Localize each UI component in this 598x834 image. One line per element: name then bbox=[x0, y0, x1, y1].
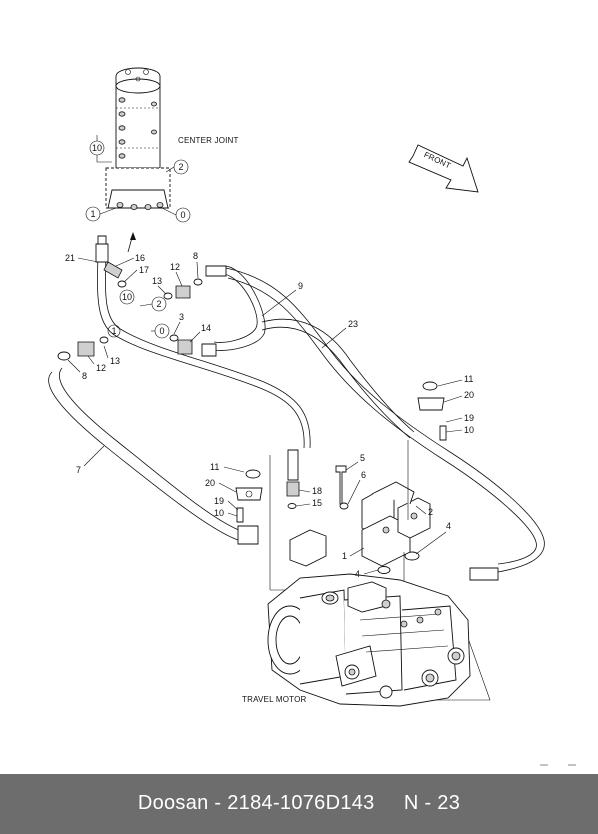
callout-13b: 13 bbox=[110, 356, 120, 366]
valve-blocks bbox=[289, 481, 431, 567]
callout-2a: 2 bbox=[178, 162, 183, 172]
callout-23: 23 bbox=[348, 319, 358, 329]
callout-11a: 11 bbox=[210, 462, 219, 472]
parts-diagram: CENTER JOINT 10 2 1 0 FRONT bbox=[48, 67, 576, 766]
callout-18: 18 bbox=[312, 486, 322, 496]
travel-motor: TRAVEL MOTOR bbox=[242, 573, 471, 707]
callout-8a: 8 bbox=[193, 251, 198, 261]
callout-15: 15 bbox=[312, 498, 322, 508]
callout-11b: 11 bbox=[464, 374, 473, 384]
footer-bar: Doosan - 2184-1076D143 N - 23 bbox=[0, 774, 598, 834]
callout-9: 9 bbox=[298, 281, 303, 291]
callout-0b: 0 bbox=[180, 210, 185, 220]
travel-motor-label: TRAVEL MOTOR bbox=[242, 695, 307, 704]
callout-19b: 19 bbox=[464, 413, 474, 423]
footer-caption: Doosan - 2184-1076D143 N - 23 bbox=[137, 792, 461, 814]
callout-1b: 1 bbox=[342, 551, 347, 561]
callout-10c: 10 bbox=[464, 425, 474, 435]
callout-12b: 12 bbox=[96, 363, 106, 373]
center-joint-callouts: 10 2 1 0 bbox=[85, 135, 191, 253]
callout-1-circ: 1 bbox=[111, 326, 116, 336]
callout-numbers: 21 16 17 10 13 12 8 2 9 23 3 0 14 1 13 1… bbox=[65, 251, 474, 579]
fittings-mid bbox=[235, 381, 447, 574]
callout-1c: 1 bbox=[90, 209, 95, 219]
hose-21 bbox=[95, 235, 311, 449]
callout-12a: 12 bbox=[170, 262, 180, 272]
callout-0-circ: 0 bbox=[159, 326, 164, 336]
callout-5: 5 bbox=[360, 453, 365, 463]
callout-20a: 20 bbox=[205, 478, 215, 488]
callout-13a: 13 bbox=[152, 276, 162, 286]
callout-6: 6 bbox=[361, 470, 366, 480]
callout-4a: 4 bbox=[446, 521, 451, 531]
callout-16: 16 bbox=[135, 253, 145, 263]
callout-10a: 10 bbox=[92, 143, 102, 153]
callout-8b: 8 bbox=[82, 371, 87, 381]
callout-10b: 10 bbox=[214, 508, 224, 518]
fittings-upper-left bbox=[57, 261, 203, 361]
callout-2b: 2 bbox=[428, 507, 433, 517]
callout-10-circ: 10 bbox=[122, 292, 132, 302]
center-joint-assembly: CENTER JOINT bbox=[105, 67, 239, 210]
front-arrow: FRONT bbox=[408, 144, 479, 193]
callout-19a: 19 bbox=[214, 496, 224, 506]
hose-7 bbox=[48, 367, 259, 545]
callout-3: 3 bbox=[179, 312, 184, 322]
hose-upper-right bbox=[261, 318, 415, 439]
center-joint-label: CENTER JOINT bbox=[178, 136, 239, 145]
callout-2-circ: 2 bbox=[156, 299, 161, 309]
callout-7: 7 bbox=[76, 465, 81, 475]
center-joint-ports bbox=[118, 97, 157, 159]
hose-9 bbox=[201, 265, 266, 357]
callout-14: 14 bbox=[201, 323, 211, 333]
callout-21: 21 bbox=[65, 253, 75, 263]
callout-20b: 20 bbox=[464, 390, 474, 400]
callout-17: 17 bbox=[139, 265, 149, 275]
callout-4b: 4 bbox=[355, 569, 360, 579]
